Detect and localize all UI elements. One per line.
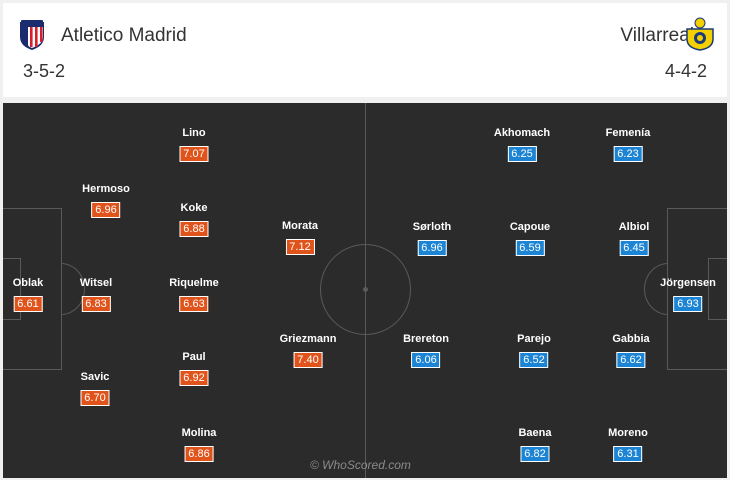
away-team-name: Villarreal [620, 25, 694, 46]
player-name: Femenía [605, 127, 651, 139]
player-rating: 6.59 [515, 240, 545, 256]
pitch: © WhoScored.com [3, 103, 727, 478]
player-rating: 6.96 [417, 240, 447, 256]
player-home[interactable]: Griezmann 7.40 [279, 333, 337, 368]
player-away[interactable]: Capoue 6.59 [510, 221, 550, 256]
player-rating: 6.25 [507, 146, 537, 162]
player-home[interactable]: Morata 7.12 [282, 220, 318, 255]
player-name: Brereton [403, 333, 449, 345]
player-home[interactable]: Hermoso 6.96 [82, 183, 130, 218]
player-name: Capoue [509, 221, 551, 233]
player-name: Akhomach [493, 127, 551, 139]
match-header: Atletico Madrid 3-5-2 Villarreal 4-4-2 [3, 3, 727, 97]
player-away[interactable]: Baena 6.82 [518, 427, 552, 462]
home-goal-box [3, 258, 21, 320]
player-rating: 6.23 [613, 146, 643, 162]
watermark: © WhoScored.com [310, 458, 411, 472]
player-away[interactable]: Femenía 6.23 [605, 127, 651, 162]
player-rating: 6.45 [619, 240, 649, 256]
player-rating: 6.63 [179, 296, 209, 312]
player-rating: 6.06 [411, 352, 441, 368]
player-name: Koke [180, 202, 208, 214]
player-home[interactable]: Oblak 6.61 [12, 277, 44, 312]
player-name: Sørloth [412, 221, 452, 233]
player-away[interactable]: Albiol 6.45 [618, 221, 650, 256]
player-name: Paul [182, 351, 206, 363]
player-home[interactable]: Lino 7.07 [179, 127, 209, 162]
villarreal-crest-icon [685, 17, 715, 51]
player-rating: 6.92 [179, 370, 209, 386]
player-home[interactable]: Riquelme 6.63 [169, 277, 219, 312]
player-name: Lino [182, 127, 206, 139]
player-home[interactable]: Molina 6.86 [181, 427, 217, 462]
player-rating: 6.96 [91, 202, 121, 218]
player-rating: 6.88 [179, 221, 209, 237]
home-formation: 3-5-2 [23, 61, 66, 81]
player-rating: 6.86 [184, 446, 214, 462]
player-name: Parejo [517, 333, 551, 345]
away-formation: 4-4-2 [664, 61, 707, 81]
player-rating: 7.40 [293, 352, 323, 368]
player-rating: 7.07 [179, 146, 209, 162]
player-name: Witsel [79, 277, 113, 289]
player-away[interactable]: Brereton 6.06 [403, 333, 449, 368]
center-circle [320, 244, 411, 335]
player-rating: 6.62 [616, 352, 646, 368]
player-rating: 6.61 [13, 296, 43, 312]
player-home[interactable]: Paul 6.92 [179, 351, 209, 386]
player-home[interactable]: Savic 6.70 [80, 371, 110, 406]
home-team-name: Atletico Madrid [61, 25, 187, 46]
player-rating: 6.52 [519, 352, 549, 368]
player-name: Griezmann [279, 333, 337, 345]
atletico-madrid-crest-icon [19, 19, 45, 51]
player-rating: 6.31 [613, 446, 643, 462]
player-name: Albiol [618, 221, 650, 233]
away-goal-box [708, 258, 727, 320]
player-rating: 6.83 [81, 296, 111, 312]
player-name: Moreno [608, 427, 648, 439]
player-name: Savic [80, 371, 110, 383]
player-name: Oblak [12, 277, 44, 289]
player-rating: 6.93 [673, 296, 703, 312]
player-name: Hermoso [82, 183, 130, 195]
player-name: Riquelme [169, 277, 219, 289]
center-spot [363, 287, 368, 292]
player-home[interactable]: Koke 6.88 [179, 202, 209, 237]
player-name: Molina [181, 427, 217, 439]
player-away[interactable]: Gabbia 6.62 [612, 333, 650, 368]
player-rating: 6.82 [520, 446, 550, 462]
player-rating: 7.12 [285, 239, 315, 255]
player-away[interactable]: Sørloth 6.96 [412, 221, 452, 256]
player-name: Jörgensen [660, 277, 716, 289]
player-away[interactable]: Parejo 6.52 [517, 333, 551, 368]
player-away[interactable]: Moreno 6.31 [608, 427, 648, 462]
player-name: Morata [281, 220, 319, 232]
player-away[interactable]: Jörgensen 6.93 [660, 277, 716, 312]
player-home[interactable]: Witsel 6.83 [80, 277, 112, 312]
player-name: Gabbia [612, 333, 650, 345]
player-rating: 6.70 [80, 390, 110, 406]
player-away[interactable]: Akhomach 6.25 [494, 127, 550, 162]
player-name: Baena [518, 427, 552, 439]
